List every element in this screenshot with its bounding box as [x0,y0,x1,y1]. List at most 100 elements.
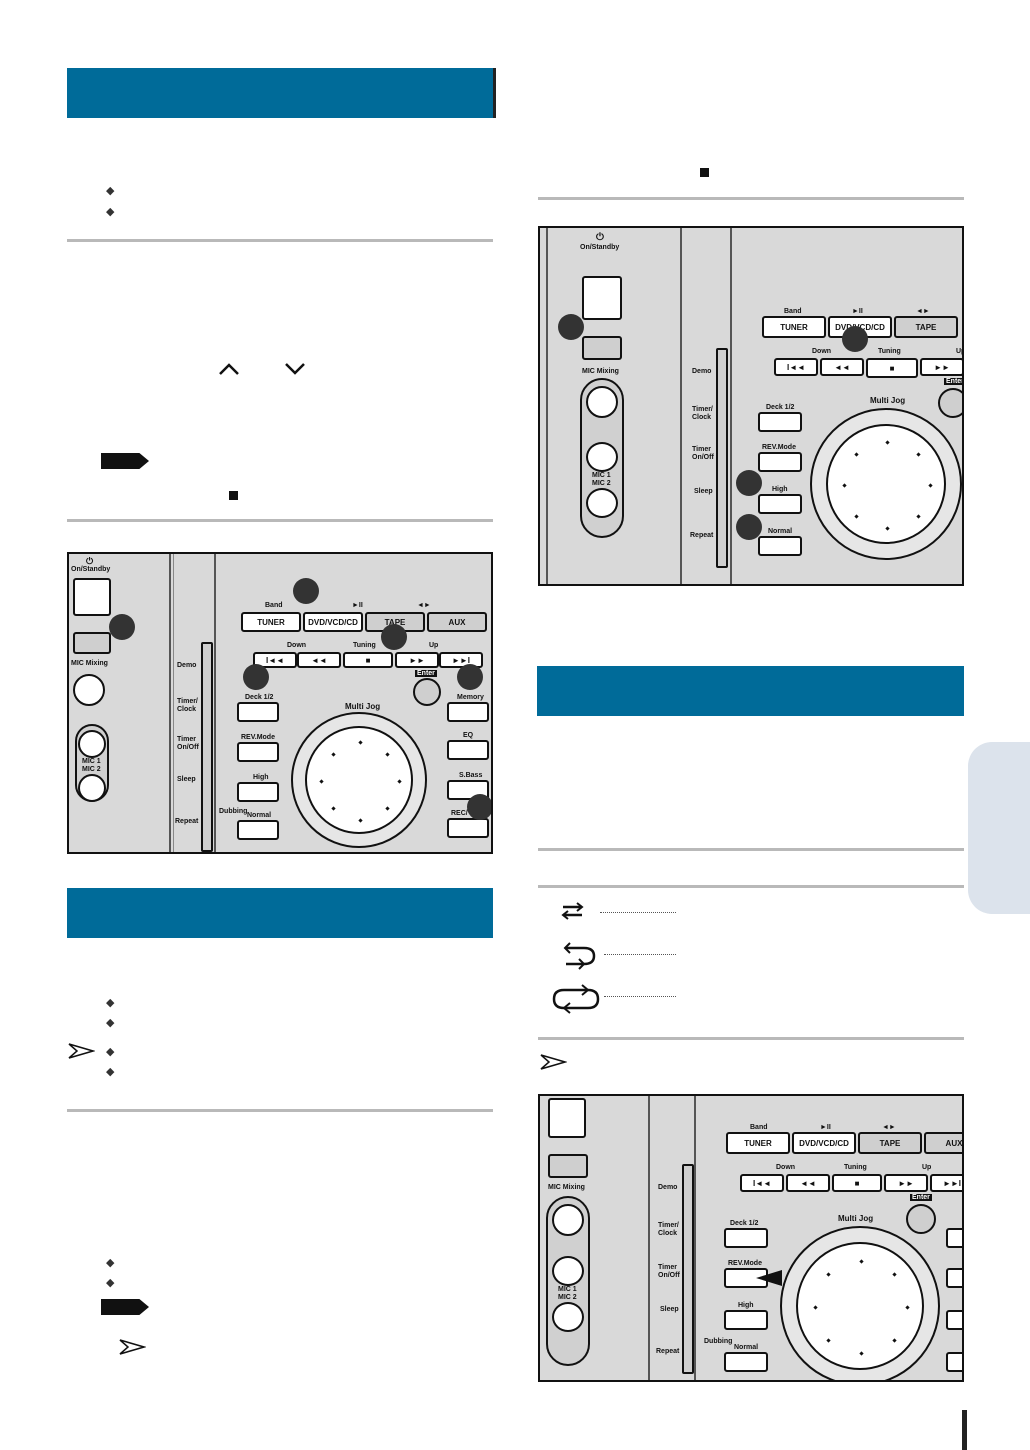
rec-button[interactable] [447,818,489,838]
dubbing-label: Dubbing [704,1338,733,1345]
divider-rule [538,848,964,851]
skip-back-button[interactable]: I◄◄ [774,358,818,376]
divider-rule [67,519,493,522]
mic1-knob[interactable] [552,1256,584,1286]
mic1-knob[interactable] [78,730,106,758]
tuner-button[interactable]: TUNER [726,1132,790,1154]
ffwd-button[interactable]: ►► [884,1174,928,1192]
tuner-button[interactable]: TUNER [241,612,301,632]
band-label: Band [750,1124,768,1131]
eq-button[interactable] [447,740,489,760]
section-header-bar-edge [493,68,496,118]
stop-button[interactable]: ■ [343,652,393,668]
down-label: Down [287,642,307,649]
normal-button[interactable] [724,1352,768,1372]
tuning-label: Tuning [844,1164,867,1171]
timer-clock-label: Timer/ Clock [177,698,198,713]
bullet-diamond-icon: ◆ [106,1257,115,1269]
rec-button[interactable] [946,1352,962,1372]
mic-mixing-label: MIC Mixing [71,660,108,667]
standby-indicator [548,1154,588,1178]
rewind-button[interactable]: ◄◄ [297,652,341,668]
skip-back-button[interactable]: I◄◄ [253,652,297,668]
jog-dot [928,483,933,488]
jog-dot [885,440,890,445]
tuner-button[interactable]: TUNER [762,316,826,338]
chevron-up-icon [219,363,239,375]
dvd-button[interactable]: DVD/VCD/CD [792,1132,856,1154]
eq-button[interactable] [946,1268,962,1288]
deck-button[interactable] [724,1228,768,1248]
rev-mode-button[interactable] [237,742,279,762]
normal-button[interactable] [237,820,279,840]
memory-button[interactable] [447,702,489,722]
mic1-label: MIC 1 [82,758,101,765]
mic-mixing-knob[interactable] [73,674,105,706]
bullet-diamond-icon: ◆ [106,1277,115,1289]
stop-button[interactable]: ■ [866,358,918,378]
on-standby-button[interactable] [582,276,622,320]
enter-label: Enter [415,670,437,677]
callout-marker [736,514,762,540]
rewind-button[interactable]: ◄◄ [786,1174,830,1192]
skip-forward-button[interactable]: ►►I [930,1174,962,1192]
callout-marker [736,470,762,496]
enter-button[interactable] [938,388,962,418]
tape-button[interactable]: TAPE [858,1132,922,1154]
mic1-knob[interactable] [586,442,618,472]
rev-mode-button[interactable] [758,452,802,472]
deck-button[interactable] [758,412,802,432]
page-edge-bar [962,1410,967,1450]
dvd-button[interactable]: DVD/VCD/CD [303,612,363,632]
on-standby-button[interactable] [73,578,111,616]
multi-jog-dial[interactable] [810,408,962,560]
aux-button[interactable]: AUX [427,612,487,632]
high-button[interactable] [724,1310,768,1330]
normal-label: Normal [247,812,272,819]
callout-marker [109,614,135,640]
mic2-knob[interactable] [586,488,618,518]
enter-button[interactable] [413,678,441,706]
high-button[interactable] [758,494,802,514]
mic2-label: MIC 2 [558,1294,577,1301]
timer-clock-label: Timer/ Clock [692,406,713,421]
enter-button[interactable] [906,1204,936,1234]
sbass-button[interactable] [946,1310,962,1330]
tape-button[interactable]: TAPE [894,316,958,338]
skip-back-button[interactable]: I◄◄ [740,1174,784,1192]
deck-button[interactable] [237,702,279,722]
up-label: Up [429,642,439,649]
on-standby-button[interactable] [548,1098,586,1138]
ffwd-button[interactable]: ►► [920,358,962,376]
tape-direction-label: ◄► [916,308,930,315]
mic-mixing-knob[interactable] [552,1204,584,1236]
deck-label: Deck 1/2 [245,694,274,701]
ffwd-button[interactable]: ►► [395,652,439,668]
leader-dots [604,996,676,997]
timer-onoff-label: Timer On/Off [177,736,199,751]
jog-dot [915,452,921,458]
deck-label: Deck 1/2 [730,1220,759,1227]
mic-mixing-knob[interactable] [586,386,618,418]
jog-dot [891,1272,897,1278]
high-label: High [253,774,269,781]
note-flag-icon [101,1299,149,1315]
multi-jog-dial[interactable] [291,712,427,848]
aux-button[interactable]: AUX [924,1132,962,1154]
jog-dot [854,452,860,458]
mic2-knob[interactable] [78,774,106,802]
memory-button[interactable] [946,1228,962,1248]
pointer-arrow-icon [756,1270,782,1286]
high-button[interactable] [237,782,279,802]
down-label: Down [776,1164,796,1171]
jog-dot [891,1337,897,1343]
jog-dot [915,513,921,519]
stop-button[interactable]: ■ [832,1174,882,1192]
bullet-diamond-icon: ◆ [106,1066,115,1078]
multi-jog-dial[interactable] [780,1226,940,1380]
normal-button[interactable] [758,536,802,556]
mic2-knob[interactable] [552,1302,584,1332]
rewind-button[interactable]: ◄◄ [820,358,864,376]
mic-mixing-label: MIC Mixing [548,1184,585,1191]
arrow-pointer-icon [119,1339,146,1355]
